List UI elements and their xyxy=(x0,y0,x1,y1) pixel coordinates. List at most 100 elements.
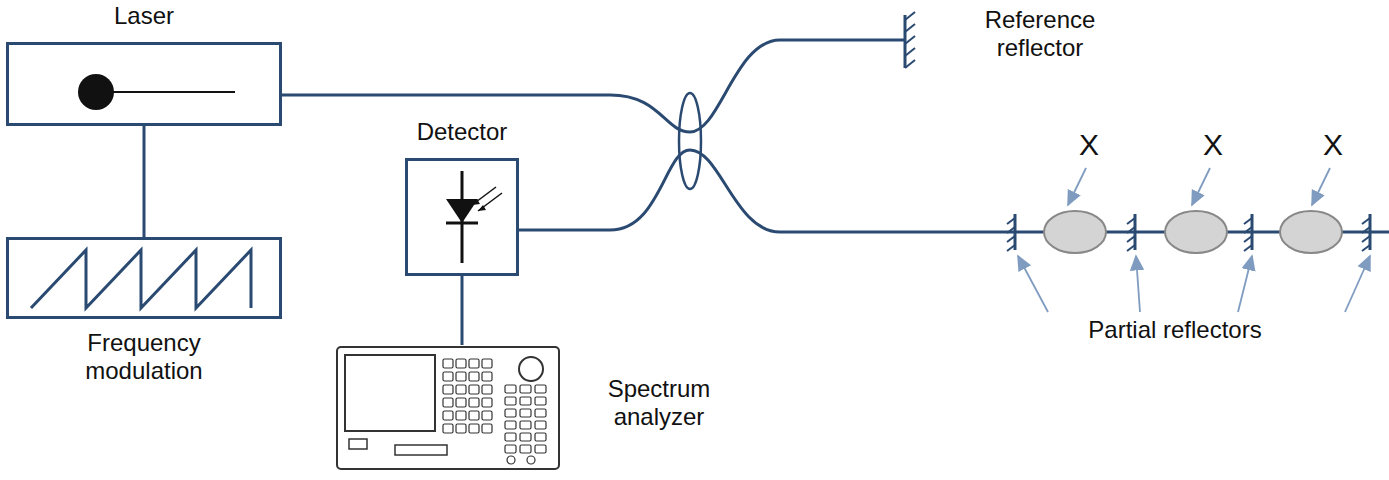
analyzer-button xyxy=(482,385,492,394)
analyzer-key xyxy=(505,385,516,393)
analyzer-button xyxy=(469,372,479,381)
laser-node: Laser xyxy=(6,2,282,126)
reference-reflector-symbol xyxy=(905,12,915,68)
analyzer-key xyxy=(520,409,531,417)
analyzer-button xyxy=(443,411,453,420)
analyzer-button xyxy=(456,411,466,420)
analyzer-knob xyxy=(519,357,543,381)
analyzer-case xyxy=(337,347,559,469)
laser-label: Laser xyxy=(6,2,282,30)
analyzer-drawing xyxy=(335,345,563,473)
analyzer-key xyxy=(535,421,546,429)
light-ray xyxy=(478,193,502,211)
reflector-hatch xyxy=(1127,245,1135,251)
reflector-hatch xyxy=(1362,245,1370,251)
laser-beam xyxy=(109,91,235,93)
photodiode-symbol xyxy=(446,199,478,223)
detector-node: Detector xyxy=(405,118,519,276)
analyzer-key xyxy=(535,397,546,405)
reflector-hatch xyxy=(1127,236,1135,242)
analyzer-key xyxy=(505,421,516,429)
analyzer-button xyxy=(443,372,453,381)
analyzer-button xyxy=(443,398,453,407)
laser-glyph xyxy=(9,45,279,123)
analyzer-button xyxy=(469,359,479,368)
reflector-hatch xyxy=(1127,218,1135,224)
reflector-hatch xyxy=(1127,227,1135,233)
analyzer-key xyxy=(520,385,531,393)
analyzer-key xyxy=(520,433,531,441)
frequency-modulation-box xyxy=(6,237,282,319)
callout-x: X xyxy=(1320,128,1346,163)
analyzer-jack xyxy=(507,456,515,464)
analyzer-button xyxy=(469,398,479,407)
analyzer-button xyxy=(456,424,466,433)
analyzer-button xyxy=(443,385,453,394)
reflector-hatch xyxy=(1007,227,1015,233)
analyzer-button xyxy=(456,359,466,368)
callout-x: X xyxy=(1076,128,1102,163)
frequency-modulation-glyph xyxy=(9,240,279,316)
analyzer-port xyxy=(349,439,367,449)
analyzer-text-wrap: Spectrum analyzer xyxy=(579,375,739,430)
analyzer-key xyxy=(535,409,546,417)
spectrum-analyzer-node: Spectrum analyzer xyxy=(335,345,755,473)
analyzer-button xyxy=(482,372,492,381)
reflector-hatch xyxy=(1244,236,1252,242)
diode-bar xyxy=(446,221,478,224)
analyzer-key xyxy=(520,445,531,453)
analyzer-key xyxy=(505,433,516,441)
laser-source xyxy=(78,74,114,110)
analyzer-key xyxy=(505,409,516,417)
reflector-hatch xyxy=(1007,245,1015,251)
analyzer-button xyxy=(443,359,453,368)
reflector-hatch xyxy=(1007,218,1015,224)
detector-box xyxy=(405,158,519,276)
analyzer-key xyxy=(505,397,516,405)
reflector-hatch xyxy=(1244,227,1252,233)
analyzer-button xyxy=(482,398,492,407)
frequency-modulation-label: Frequency modulation xyxy=(59,329,229,384)
analyzer-button xyxy=(469,385,479,394)
reflector-hatch xyxy=(1362,218,1370,224)
reflector-label: Reference reflector xyxy=(965,6,1115,61)
connector-line xyxy=(143,126,146,237)
spectrum-analyzer-icon xyxy=(335,345,563,473)
analyzer-slot xyxy=(395,445,447,455)
analyzer-jack xyxy=(527,456,535,464)
sensor-elements xyxy=(1044,211,1342,253)
analyzer-button xyxy=(456,398,466,407)
detector-label: Detector xyxy=(405,118,519,146)
analyzer-button xyxy=(482,411,492,420)
analyzer-button xyxy=(482,424,492,433)
connector-line xyxy=(461,276,464,345)
reflector-hatch xyxy=(1007,236,1015,242)
analyzer-button xyxy=(443,424,453,433)
analyzer-button xyxy=(456,372,466,381)
reflectors-label: Partial reflectors xyxy=(1040,316,1310,344)
sawtooth-waveform xyxy=(31,250,251,308)
fiber-coupler xyxy=(679,93,701,189)
analyzer-button xyxy=(469,411,479,420)
analyzer-button xyxy=(469,424,479,433)
ray-head xyxy=(478,205,486,211)
analyzer-screen xyxy=(345,355,435,431)
reflector-hatch xyxy=(1244,245,1252,251)
analyzer-button xyxy=(482,359,492,368)
analyzer-key xyxy=(520,421,531,429)
analyzer-key xyxy=(535,445,546,453)
analyzer-key xyxy=(520,397,531,405)
ray-head xyxy=(472,199,480,205)
reflector-hatch xyxy=(1362,227,1370,233)
callout-x: X xyxy=(1200,128,1226,163)
detector-glyph xyxy=(408,161,516,273)
light-ray xyxy=(472,187,496,205)
frequency-modulation-node: Frequency modulation xyxy=(6,237,282,384)
spectrum-analyzer-label: Spectrum analyzer xyxy=(579,375,739,430)
laser-box xyxy=(6,42,282,126)
reflector-hatch xyxy=(1244,218,1252,224)
reflector-hatch xyxy=(1362,236,1370,242)
analyzer-key xyxy=(535,433,546,441)
analyzer-key xyxy=(535,385,546,393)
analyzer-key xyxy=(505,445,516,453)
